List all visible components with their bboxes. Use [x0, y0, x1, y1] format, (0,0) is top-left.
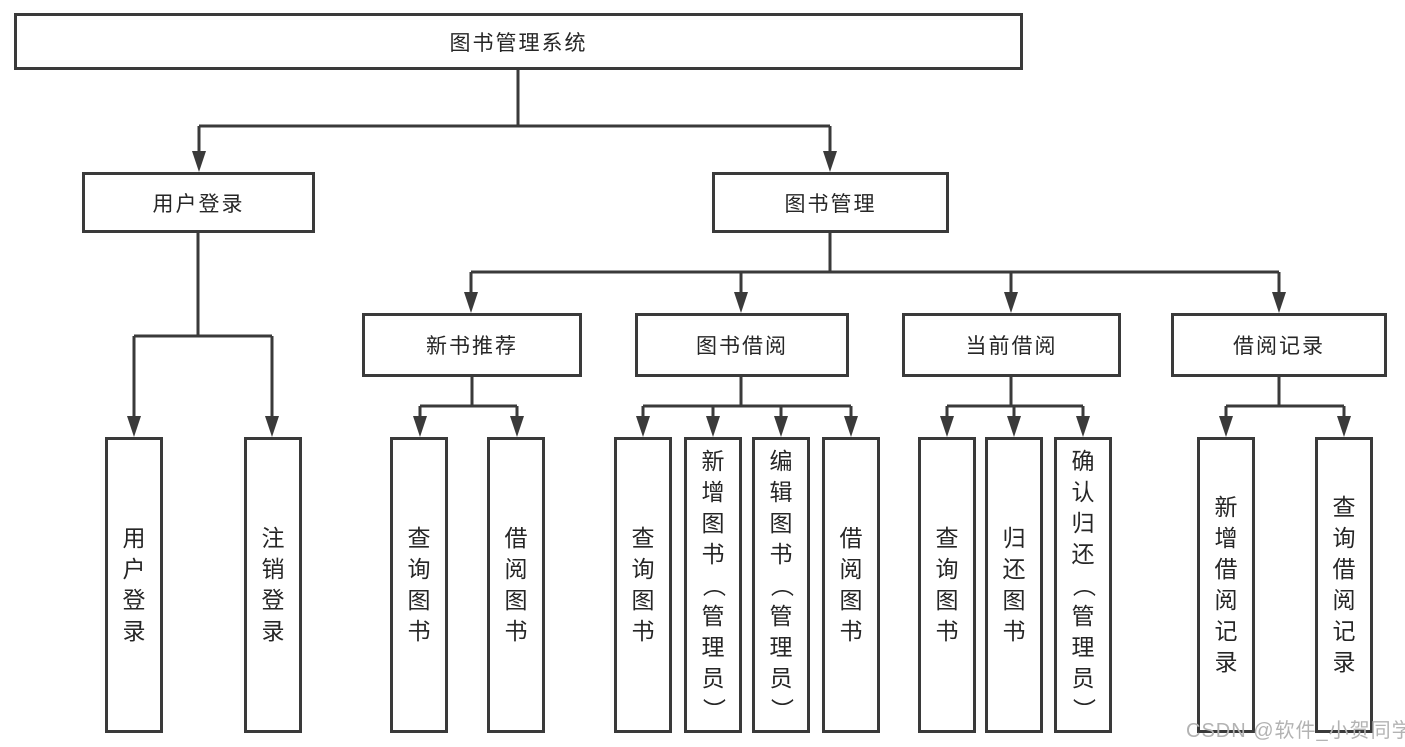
- leaf-confirm-return-admin: 确认归还（管理员）: [1054, 437, 1112, 733]
- node-label: 用户登录: [152, 192, 245, 216]
- arrowhead-icon: [940, 416, 954, 437]
- arrowhead-icon: [127, 416, 141, 437]
- node-label: 借阅记录: [1233, 335, 1325, 358]
- node-book-management: 图书管理: [712, 172, 949, 233]
- arrowhead-icon: [1219, 416, 1233, 437]
- node-label: 借阅图书: [839, 525, 863, 644]
- arrowhead-icon: [192, 151, 206, 172]
- node-label: 图书借阅: [696, 335, 788, 358]
- connector-user-login-to-leaves: [132, 233, 274, 420]
- node-label: 编辑图书（管理员）: [768, 447, 795, 721]
- node-label: 新书推荐: [426, 335, 518, 358]
- node-label: 当前借阅: [965, 335, 1058, 358]
- node-label: 注销登录: [261, 525, 285, 644]
- connector-book-management-to-level3: [469, 233, 1281, 296]
- leaf-add-book-admin: 新增图书（管理员）: [684, 437, 742, 733]
- arrowhead-icon: [734, 292, 748, 313]
- arrowhead-icon: [844, 416, 858, 437]
- arrowhead-icon: [1272, 292, 1286, 313]
- leaf-return-book: 归还图书: [985, 437, 1043, 733]
- leaf-query-books-borrow: 查询图书: [614, 437, 672, 733]
- node-root: 图书管理系统: [14, 13, 1023, 70]
- arrowhead-icon: [1337, 416, 1351, 437]
- leaf-borrow-books-recommend: 借阅图书: [487, 437, 545, 733]
- node-label: 确认归还（管理员）: [1070, 447, 1097, 721]
- leaf-add-borrow-record: 新增借阅记录: [1197, 437, 1255, 733]
- arrowhead-icon: [1007, 416, 1021, 437]
- leaf-query-books-recommend: 查询图书: [390, 437, 448, 733]
- node-book-borrow: 图书借阅: [635, 313, 849, 377]
- connector-new-book-recommend-to-leaves: [418, 377, 519, 420]
- arrowhead-icon: [706, 416, 720, 437]
- arrowhead-icon: [265, 416, 279, 437]
- arrowhead-icon: [413, 416, 427, 437]
- node-new-book-recommend: 新书推荐: [362, 313, 582, 377]
- connector-borrow-records-to-leaves: [1224, 377, 1346, 420]
- watermark: CSDN @软件_小贺同学: [1186, 720, 1405, 742]
- node-borrow-records: 借阅记录: [1171, 313, 1387, 377]
- arrowhead-icon: [636, 416, 650, 437]
- node-label: 查询图书: [935, 525, 959, 644]
- leaf-query-books-current: 查询图书: [918, 437, 976, 733]
- node-label: 查询图书: [631, 525, 655, 644]
- arrowhead-icon: [1004, 292, 1018, 313]
- arrowhead-icon: [823, 151, 837, 172]
- arrowhead-icon: [1076, 416, 1090, 437]
- node-label: 借阅图书: [504, 525, 528, 644]
- connector-book-borrow-to-leaves: [641, 377, 853, 420]
- node-label: 图书管理系统: [449, 31, 588, 55]
- leaf-query-borrow-record: 查询借阅记录: [1315, 437, 1373, 733]
- connector-root-to-level2: [197, 69, 832, 155]
- node-label: 查询图书: [407, 525, 431, 644]
- node-user-login: 用户登录: [82, 172, 315, 233]
- leaf-borrow-books: 借阅图书: [822, 437, 880, 733]
- node-label: 归还图书: [1002, 525, 1026, 644]
- arrowheads: [127, 151, 1351, 437]
- leaf-user-login: 用户登录: [105, 437, 163, 733]
- leaf-logout: 注销登录: [244, 437, 302, 733]
- node-label: 图书管理: [784, 192, 877, 216]
- node-label: 用户登录: [122, 525, 146, 644]
- leaf-edit-book-admin: 编辑图书（管理员）: [752, 437, 810, 733]
- node-label: 新增借阅记录: [1214, 494, 1238, 675]
- node-label: 新增图书（管理员）: [700, 447, 727, 721]
- node-current-borrow: 当前借阅: [902, 313, 1121, 377]
- connector-lines: [132, 69, 1346, 420]
- arrowhead-icon: [510, 416, 524, 437]
- connector-current-borrow-to-leaves: [945, 377, 1085, 420]
- arrowhead-icon: [464, 292, 478, 313]
- arrowhead-icon: [774, 416, 788, 437]
- node-label: 查询借阅记录: [1332, 494, 1356, 675]
